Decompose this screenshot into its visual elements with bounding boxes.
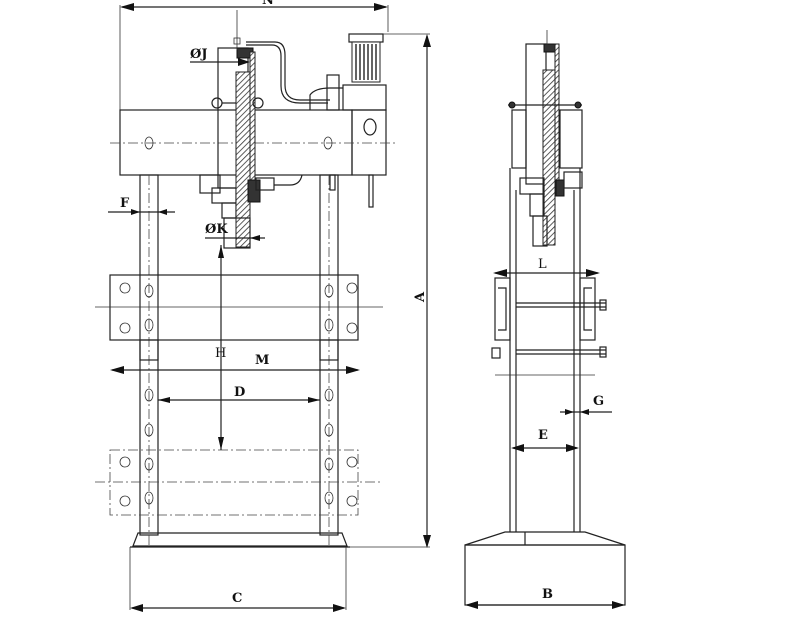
lower-bolster: [95, 449, 383, 516]
column-holes: [144, 388, 334, 437]
label-h: H: [215, 346, 226, 361]
label-g: G: [593, 394, 604, 409]
dimension-l: L: [493, 257, 600, 277]
side-cylinder: [508, 30, 583, 247]
front-base: [129, 532, 430, 610]
dimension-a: A: [413, 34, 431, 548]
front-view: N: [95, 0, 431, 612]
dimension-f: F: [108, 196, 175, 215]
dimension-m: M: [110, 353, 360, 374]
dimension-k: ØK: [205, 222, 265, 241]
dimension-g: G: [560, 394, 612, 415]
label-b: B: [542, 587, 553, 602]
label-c: C: [232, 591, 242, 606]
label-f: F: [120, 196, 130, 211]
label-j: ØJ: [190, 47, 207, 62]
label-d: D: [234, 385, 245, 400]
dimension-n: N: [119, 0, 389, 110]
dimension-c: C: [130, 591, 346, 612]
label-a: A: [413, 291, 428, 303]
cylinder: [199, 10, 374, 249]
dimension-b: B: [465, 587, 625, 609]
dimension-h: H: [215, 245, 226, 450]
hydraulic-pipe: [246, 41, 330, 101]
upper-bolster: [95, 274, 383, 361]
dimension-e: E: [511, 428, 579, 452]
label-m: M: [255, 353, 269, 368]
side-view: L G E: [464, 30, 626, 609]
dimension-j: ØJ: [190, 47, 250, 66]
dimension-d: D: [158, 385, 320, 403]
label-k: ØK: [205, 222, 228, 237]
motor: [309, 33, 430, 111]
label-l: L: [538, 257, 547, 272]
label-n: N: [262, 0, 274, 8]
label-e: E: [538, 428, 548, 443]
side-bolster: [491, 277, 607, 376]
